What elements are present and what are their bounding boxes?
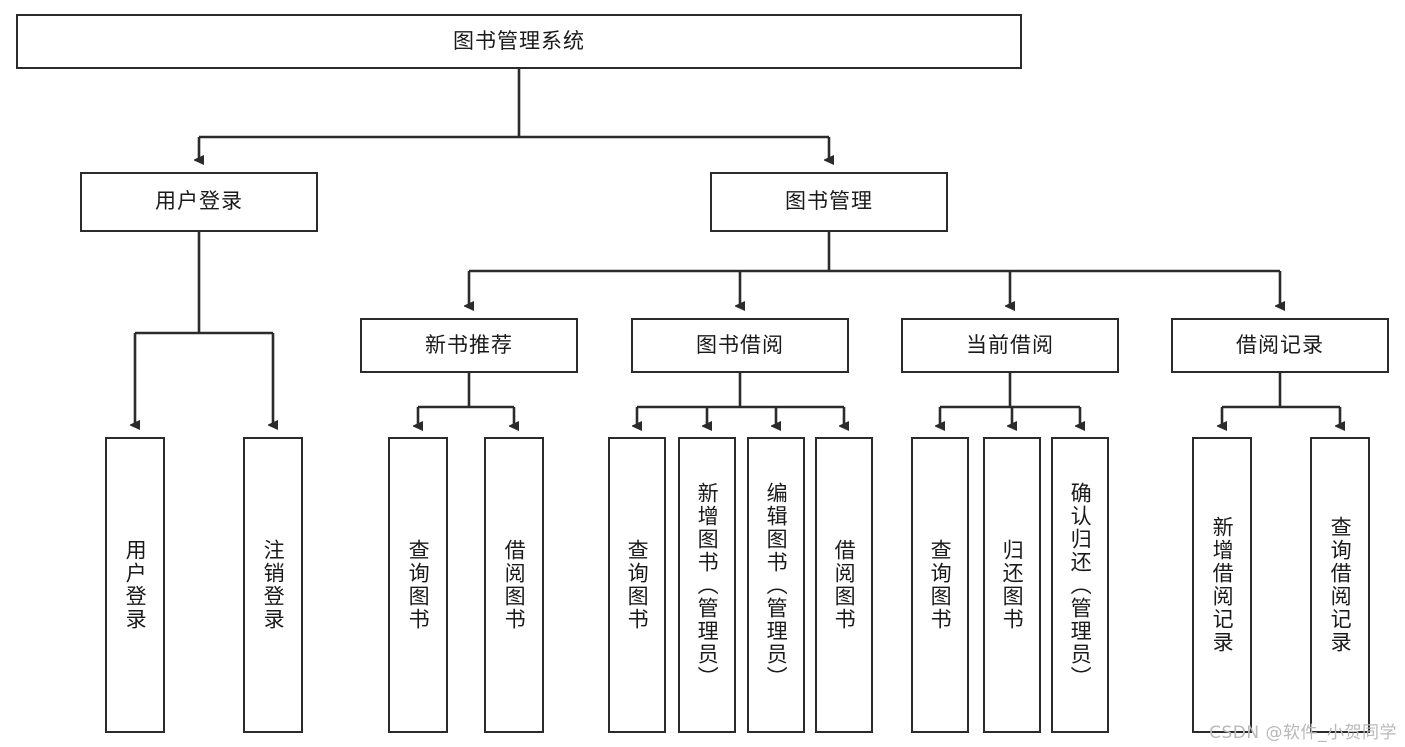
node-leaf-query-book-2[interactable]: 查询图书 — [608, 437, 666, 733]
node-book-borrow[interactable]: 图书借阅 — [631, 318, 849, 373]
node-leaf-logout-login[interactable]: 注销登录 — [243, 437, 303, 733]
watermark-text: CSDN @软件_小贺同学 — [1209, 723, 1397, 743]
node-new-book-recommend[interactable]: 新书推荐 — [360, 318, 578, 373]
node-leaf-add-book-admin[interactable]: 新增图书（管理员） — [678, 437, 736, 733]
node-borrow-record-label: 借阅记录 — [1236, 332, 1324, 357]
node-leaf-user-login-label: 用户登录 — [123, 539, 148, 631]
node-leaf-query-book-2-label: 查询图书 — [625, 539, 650, 631]
node-leaf-confirm-return-admin[interactable]: 确认归还（管理员） — [1051, 437, 1109, 733]
node-leaf-add-book-admin-label: 新增图书（管理员） — [695, 481, 720, 689]
node-leaf-return-book-label: 归还图书 — [1000, 539, 1025, 631]
node-leaf-borrow-book-2-label: 借阅图书 — [832, 539, 857, 631]
node-leaf-logout-login-label: 注销登录 — [261, 539, 286, 631]
node-leaf-edit-book-admin-label: 编辑图书（管理员） — [764, 481, 789, 689]
node-leaf-query-book-3-label: 查询图书 — [928, 539, 953, 631]
node-leaf-query-borrow-record-label: 查询借阅记录 — [1328, 516, 1353, 654]
node-leaf-borrow-book-1-label: 借阅图书 — [502, 539, 527, 631]
node-root[interactable]: 图书管理系统 — [16, 14, 1022, 69]
node-leaf-query-book-1[interactable]: 查询图书 — [388, 437, 448, 733]
node-leaf-query-book-3[interactable]: 查询图书 — [911, 437, 969, 733]
node-leaf-user-login[interactable]: 用户登录 — [105, 437, 165, 733]
node-leaf-confirm-return-admin-label: 确认归还（管理员） — [1068, 481, 1093, 689]
node-leaf-edit-book-admin[interactable]: 编辑图书（管理员） — [747, 437, 805, 733]
node-leaf-add-borrow-record[interactable]: 新增借阅记录 — [1192, 437, 1252, 733]
node-leaf-return-book[interactable]: 归还图书 — [983, 437, 1041, 733]
node-current-borrow-label: 当前借阅 — [966, 332, 1054, 357]
node-leaf-borrow-book-1[interactable]: 借阅图书 — [484, 437, 544, 733]
node-book-manage[interactable]: 图书管理 — [710, 172, 948, 232]
node-leaf-borrow-book-2[interactable]: 借阅图书 — [815, 437, 873, 733]
node-borrow-record[interactable]: 借阅记录 — [1171, 318, 1389, 373]
node-leaf-query-borrow-record[interactable]: 查询借阅记录 — [1310, 437, 1370, 733]
node-book-borrow-label: 图书借阅 — [696, 332, 784, 357]
node-root-label: 图书管理系统 — [453, 28, 585, 53]
node-current-borrow[interactable]: 当前借阅 — [901, 318, 1119, 373]
node-leaf-query-book-1-label: 查询图书 — [406, 539, 431, 631]
node-user-login-label: 用户登录 — [155, 189, 243, 214]
node-book-manage-label: 图书管理 — [785, 189, 873, 214]
node-new-book-recommend-label: 新书推荐 — [425, 332, 513, 357]
node-leaf-add-borrow-record-label: 新增借阅记录 — [1210, 516, 1235, 654]
node-user-login[interactable]: 用户登录 — [80, 172, 318, 232]
